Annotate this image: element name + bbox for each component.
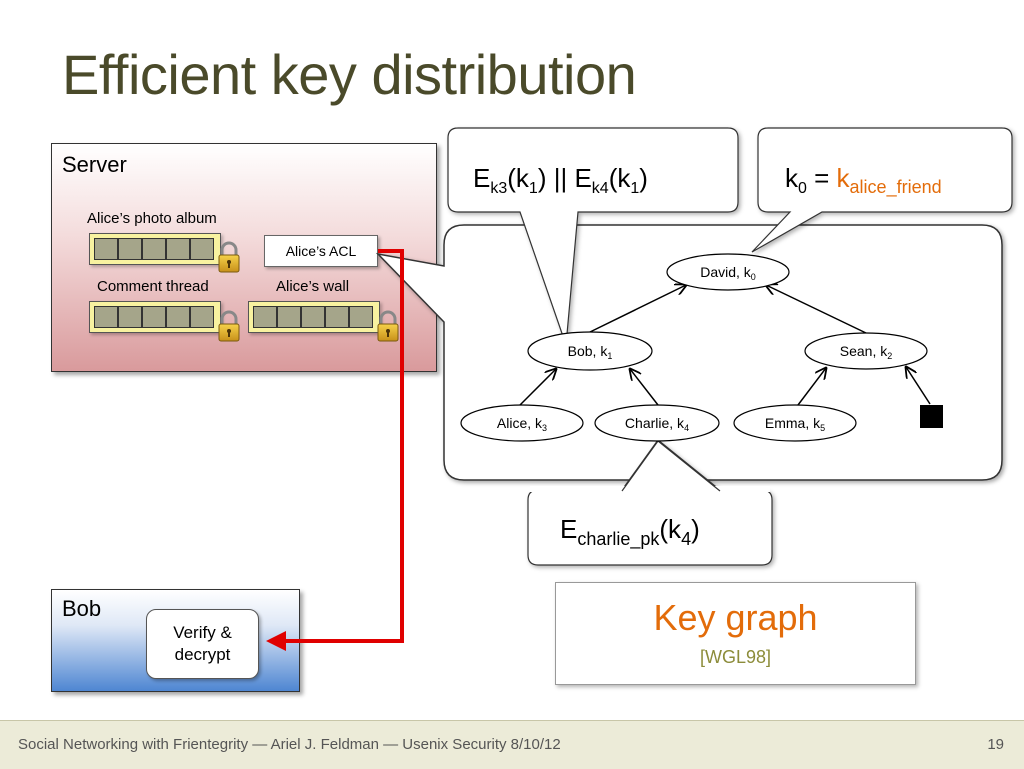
- slide-title: Efficient key distribution: [62, 43, 637, 106]
- callout-top-right-text: k0 = kalice_friend: [785, 163, 942, 198]
- callout-top-right: [751, 127, 1013, 253]
- footer-bar: [0, 720, 1024, 769]
- node-emma-label: Emma, k5: [765, 415, 825, 433]
- lock-icon: [218, 310, 240, 342]
- photo-album-label: Alice’s photo album: [87, 210, 217, 227]
- lock-icon: [377, 310, 399, 342]
- node-bob: [527, 331, 653, 371]
- edge-charlie-bob: [630, 369, 659, 406]
- edge-bob-david: [589, 285, 686, 333]
- verify-line1: Verify &: [173, 623, 232, 642]
- edge-leaf-sean: [906, 367, 931, 405]
- photo-album-strip: [89, 233, 221, 265]
- node-david: [666, 253, 790, 291]
- wall-strip: [248, 301, 380, 333]
- key-graph-reference: [WGL98]: [699, 647, 772, 667]
- wall-label: Alice’s wall: [276, 278, 350, 295]
- edge-emma-sean: [797, 368, 826, 406]
- footer-text: Social Networking with Frientegrity — Ar…: [18, 736, 561, 753]
- verify-line2: decrypt: [174, 645, 231, 664]
- acl-box: Alice’s ACL: [264, 235, 378, 267]
- node-charlie-label: Charlie, k4: [625, 415, 689, 433]
- edge-alice-bob: [519, 369, 556, 406]
- comment-thread-strip: [89, 301, 221, 333]
- page-number: 19: [987, 736, 1004, 753]
- server-label: Server: [62, 152, 127, 177]
- node-charlie: [594, 404, 720, 442]
- node-bob-label: Bob, k1: [568, 343, 613, 361]
- acl-to-bob-arrow: [266, 249, 404, 651]
- comment-thread-label: Comment thread: [97, 278, 209, 295]
- node-emma: [733, 404, 857, 442]
- lock-icon: [218, 241, 240, 273]
- callout-top-left-text: Ek3(k1) || Ek4(k1): [473, 163, 648, 197]
- node-sean: [804, 332, 928, 370]
- key-graph-title: Key graph: [653, 597, 818, 638]
- callout-bottom-text: Echarlie_pk(k4): [560, 514, 700, 550]
- node-alice: [460, 404, 584, 442]
- node-sean-label: Sean, k2: [840, 343, 893, 361]
- node-david-label: David, k0: [700, 264, 756, 282]
- bob-label: Bob: [62, 596, 102, 621]
- callout-top-left: [447, 127, 739, 346]
- edge-sean-david: [766, 285, 867, 334]
- node-alice-label: Alice, k3: [497, 415, 547, 433]
- empty-leaf-node: [920, 405, 943, 428]
- verify-decrypt-box: Verify & decrypt: [146, 609, 259, 679]
- key-graph-box: Key graph [WGL98]: [555, 582, 916, 685]
